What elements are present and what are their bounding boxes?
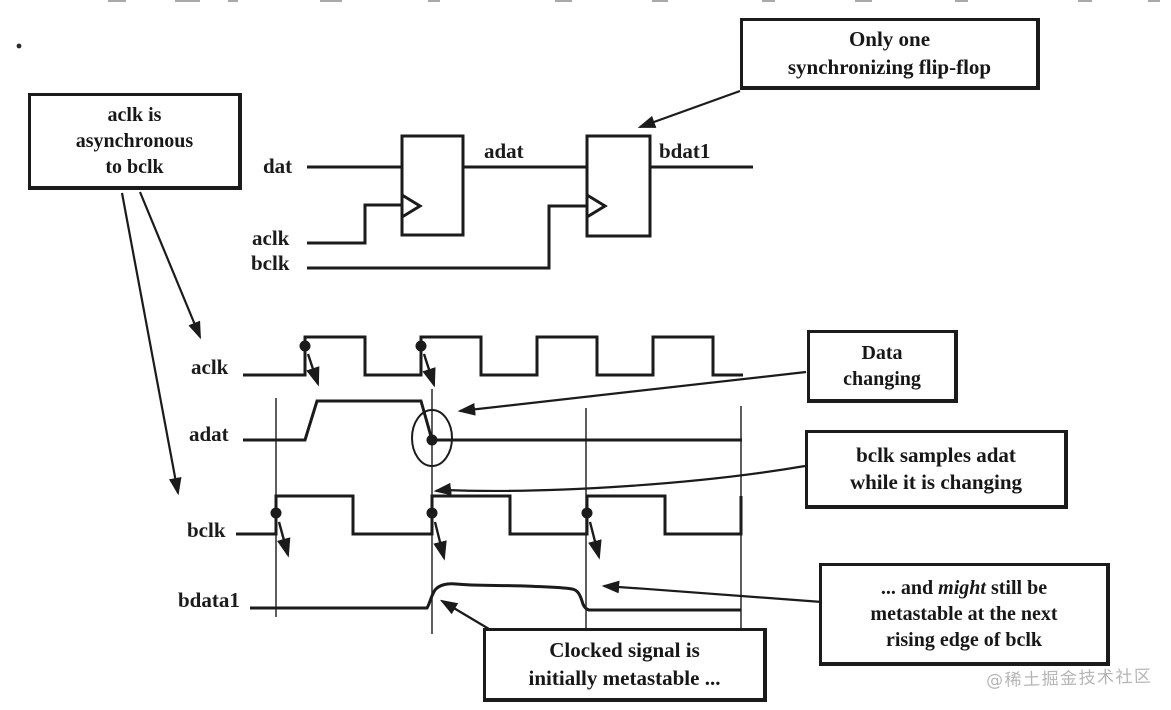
circuit-label-adat: adat [484, 139, 524, 163]
flipflop-2-clock-chevron [586, 193, 608, 219]
waveform-label-bclk: bclk [187, 518, 226, 542]
callout-line: to bclk [105, 156, 164, 178]
callout-line: Clocked signal is [549, 638, 700, 663]
callout-text-prefix: ... and [880, 577, 939, 599]
arrow-onlyone-to-flipflop2 [637, 89, 741, 129]
flipflop-2 [585, 134, 652, 238]
circuit-schematic [307, 134, 753, 270]
bclk-edge-dot-1 [270, 507, 282, 519]
bclk-edge-arrow-1 [276, 521, 291, 558]
callout-line: Only one [848, 27, 931, 52]
arrow-metastablenext-to-bdata1 [601, 580, 823, 604]
callout-line: bclk samples adat [856, 442, 1016, 467]
bclk-edge-dot-2 [426, 507, 438, 519]
callout-might-still-be-metastable: ... and might still be metastable at the… [819, 563, 1110, 666]
edge-arrows [276, 353, 602, 561]
watermark-text: @稀土掘金技术社区 [985, 666, 1153, 692]
waveform-bclk [236, 494, 743, 536]
callout-text-suffix: still be [985, 577, 1048, 599]
waveform-adat [243, 399, 742, 442]
flipflop-1 [400, 134, 465, 237]
arrow-samples-to-edge [433, 464, 806, 496]
net-aclk [307, 203, 402, 245]
arrow-clocked-to-bdata1 [439, 599, 490, 630]
callout-clocked-signal-metastable: Clocked signal is initially metastable .… [483, 628, 767, 702]
callout-data-changing: Data changing [807, 330, 958, 403]
callout-line: asynchronous [75, 130, 194, 152]
waveforms [236, 335, 743, 612]
callout-text-italic: might [938, 577, 986, 599]
callout-line: Data [861, 342, 903, 364]
callout-line: changing [843, 368, 921, 390]
callout-arrows [120, 89, 823, 630]
arrow-async-to-bclk [120, 192, 182, 496]
aclk-edge-dot-2 [415, 340, 427, 352]
stray-dot [16, 43, 22, 49]
arrow-datachanging-to-circle [457, 370, 807, 416]
callout-only-one-flipflop: Only one synchronizing flip-flop [740, 18, 1040, 90]
data-changing-circle [411, 409, 453, 467]
callout-line: ... and might still be [881, 575, 1047, 601]
waveform-label-bdata1: bdata1 [178, 588, 240, 612]
callout-line: initially metastable ... [528, 665, 721, 690]
circuit-label-dat: dat [263, 154, 293, 178]
aclk-edge-arrow-1 [306, 353, 320, 387]
circuit-label-bclk: bclk [251, 251, 290, 275]
callout-line: rising edge of bclk [885, 629, 1043, 651]
waveform-label-adat: adat [189, 422, 229, 446]
circuit-label-bdat1: bdat1 [659, 139, 711, 163]
callout-line: aclk is [107, 104, 162, 126]
flipflop-1-clock-chevron [401, 193, 423, 219]
aclk-edge-arrow-2 [422, 353, 436, 388]
callout-bclk-samples-adat: bclk samples adat while it is changing [805, 430, 1068, 509]
waveform-label-aclk: aclk [191, 355, 229, 379]
aclk-edge-dot-1 [299, 340, 311, 352]
callout-line: synchronizing flip-flop [787, 54, 992, 79]
adat-sample-dot [426, 434, 438, 446]
waveform-aclk [243, 335, 743, 377]
callout-line: metastable at the next [870, 603, 1058, 625]
sample-dots [270, 340, 593, 519]
circuit-label-aclk: aclk [252, 226, 290, 250]
net-bclk [307, 204, 587, 270]
waveform-bdata1 [250, 582, 741, 612]
bclk-edge-dot-3 [581, 507, 593, 519]
bclk-edge-arrow-2 [433, 521, 447, 561]
arrow-async-to-aclk [138, 191, 202, 340]
callout-aclk-asynchronous: aclk is asynchronous to bclk [28, 93, 242, 190]
callout-line: while it is changing [849, 470, 1023, 494]
bclk-edge-arrow-3 [588, 521, 602, 560]
